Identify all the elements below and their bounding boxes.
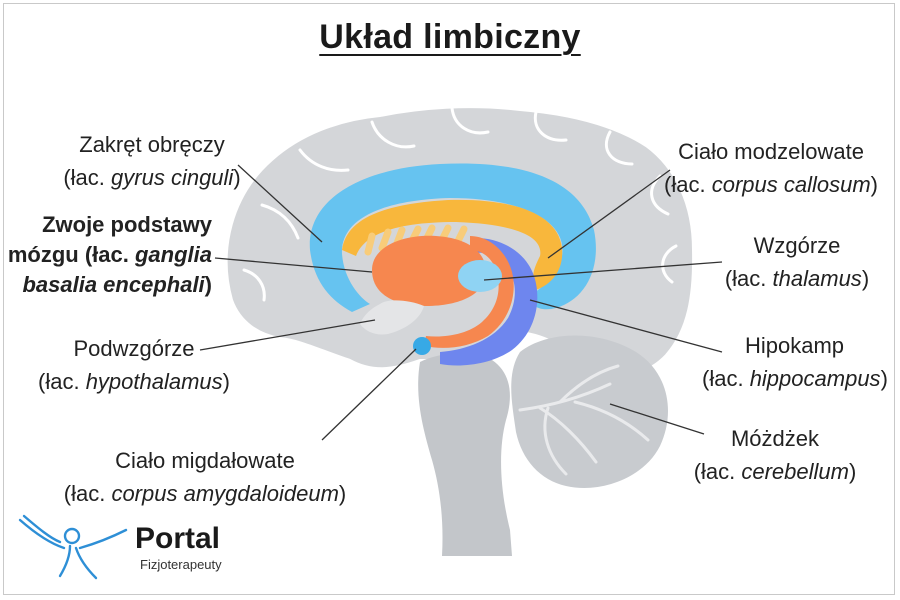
logo-figure-icon bbox=[18, 514, 128, 580]
cingulate-gyrus bbox=[309, 163, 596, 312]
logo-name: Portal bbox=[135, 522, 221, 555]
cerebellum bbox=[511, 335, 668, 489]
corpus-callosum bbox=[342, 199, 563, 290]
hypothalamus bbox=[360, 300, 424, 335]
label-cingulate-gyrus: Zakręt obręczy (łac. gyrus cinguli) bbox=[63, 132, 241, 190]
label-thalamus: Wzgórze (łac. thalamus) bbox=[724, 233, 870, 291]
diagram-title: Układ limbiczny bbox=[319, 18, 581, 56]
brainstem bbox=[418, 353, 512, 556]
hippocampus bbox=[440, 237, 538, 366]
label-amygdala: Ciało migdałowate (łac. corpus amygdaloi… bbox=[63, 448, 347, 506]
thalamus bbox=[458, 260, 502, 292]
basal-ganglia bbox=[372, 235, 486, 306]
fornix-arc bbox=[424, 236, 514, 348]
leader-lines bbox=[199, 164, 723, 441]
cerebellum-arbor bbox=[518, 364, 650, 476]
label-hypothalamus: Podwzgórze (łac. hypothalamus) bbox=[38, 336, 230, 394]
label-cerebellum: Móżdżek (łac. cerebellum) bbox=[693, 426, 857, 484]
logo-subtitle: Fizjoterapeuty bbox=[140, 557, 222, 572]
label-hippocampus: Hipokamp (łac. hippocampus) bbox=[702, 333, 888, 391]
label-corpus-callosum: Ciało modzelowate (łac. corpus callosum) bbox=[664, 139, 878, 197]
label-basal-ganglia: Zwoje podstawy mózgu (łac. ganglia basal… bbox=[7, 212, 212, 297]
amygdala bbox=[413, 337, 431, 355]
image-frame bbox=[3, 3, 895, 595]
